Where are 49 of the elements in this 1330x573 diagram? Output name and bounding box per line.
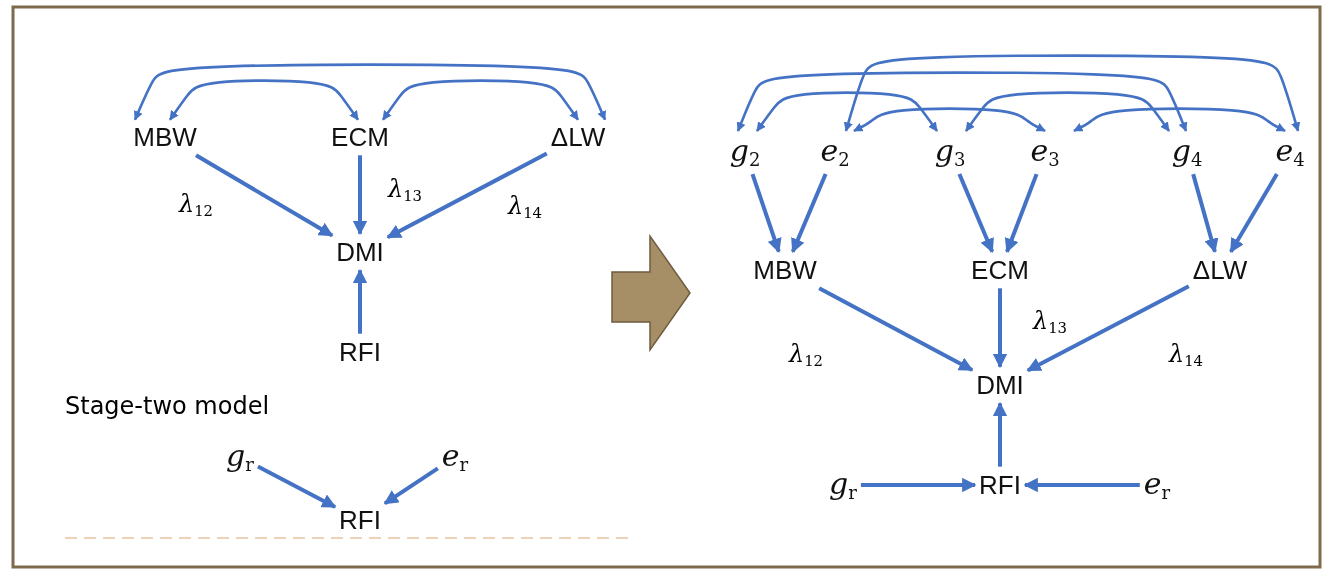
trait-label: ΔLW [1192,255,1248,285]
variable-label: e$_{r}$ [441,438,469,476]
arrow [964,91,1171,132]
trait-label: ECM [971,255,1029,285]
trait-label: DMI [976,370,1024,400]
arrow [736,71,1188,132]
arrow [1004,173,1039,254]
trait-label: MBW [133,122,197,152]
arrow [383,466,439,506]
section-heading: Stage-two model [65,393,270,420]
trait-label: ECM [331,122,389,152]
arrow [992,288,1008,369]
arrow [1073,107,1286,133]
arrow [1026,284,1190,373]
arrow [957,173,995,254]
variable-label: e$_{r}$ [1143,466,1171,504]
variable-label: g$_{3}$ [934,133,966,171]
variable-label: e$_{4}$ [1275,133,1305,171]
variable-label: g$_{r}$ [829,466,857,504]
arrow [133,63,607,121]
arrow [386,151,548,240]
trait-label: RFI [339,505,381,535]
arrow [381,79,580,121]
arrow [860,477,977,493]
arrow [843,54,1301,132]
arrow [790,173,828,254]
variable-label: g$_{4}$ [1171,133,1203,171]
arrow [352,155,368,236]
trait-label: DMI [336,237,384,267]
arrow [195,153,334,238]
arrow [1229,173,1279,253]
arrow [992,401,1008,467]
variable-label: g$_{r}$ [226,438,254,476]
variable-label: e$_{3}$ [1030,133,1060,171]
arrow [168,79,360,121]
variable-label: g$_{2}$ [729,133,761,171]
arrow [755,91,939,132]
trait-label: MBW [753,255,817,285]
arrow [853,107,1046,133]
arrow [352,268,368,334]
trait-label: ΔLW [550,122,606,152]
arrow [750,173,782,254]
trait-label: RFI [979,470,1021,500]
variable-label: e$_{2}$ [820,133,850,171]
arrow [818,286,974,372]
trait-label: RFI [339,337,381,367]
arrow [1191,173,1219,254]
arrow [257,464,337,509]
arrow [1023,477,1140,493]
